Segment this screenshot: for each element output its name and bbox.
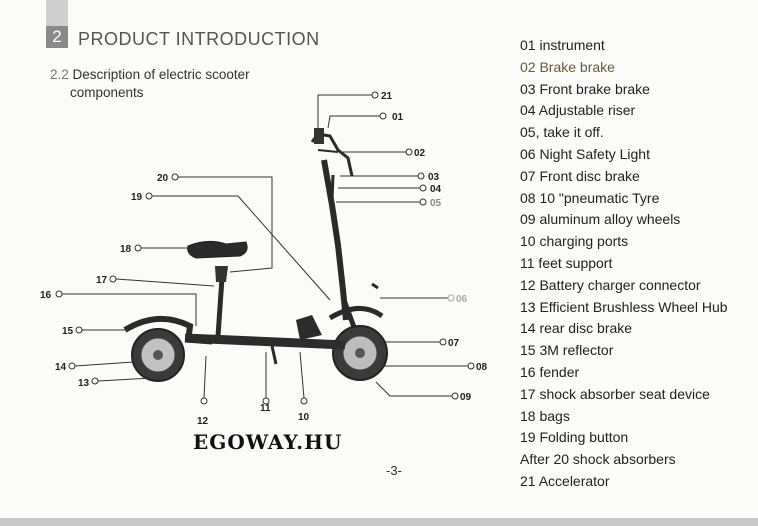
component-item-15: 15 3M reflector xyxy=(520,342,614,359)
section-title: PRODUCT INTRODUCTION xyxy=(78,29,320,49)
component-item-03: 03 Front brake brake xyxy=(520,80,650,97)
component-item-14: 14 rear disc brake xyxy=(520,320,633,337)
callout-14: 14 xyxy=(55,362,67,373)
subsection-heading: 2.2 Description of electric scooter comp… xyxy=(50,66,250,102)
component-item-18: 18 bags xyxy=(520,407,570,424)
component-item-05: 05, take it off. xyxy=(520,124,604,141)
component-item-17: 17 shock absorber seat device xyxy=(520,385,710,402)
callout-10: 10 xyxy=(298,412,310,423)
component-item-10: 10 charging ports xyxy=(520,233,629,250)
component-item-09: 09 aluminum alloy wheels xyxy=(520,211,681,228)
callout-05: 05 xyxy=(430,198,442,209)
callout-04: 04 xyxy=(430,184,442,195)
component-item-13: 13 Efficient Brushless Wheel Hub xyxy=(520,298,728,315)
callout-20: 20 xyxy=(157,173,169,184)
subsection-number: 2.2 xyxy=(50,67,69,82)
component-item-08: 08 10 "pneumatic Tyre xyxy=(520,189,660,206)
component-item-20: After 20 shock absorbers xyxy=(520,451,676,468)
callout-09: 09 xyxy=(460,392,472,403)
component-item-16: 16 fender xyxy=(520,363,580,380)
section-tab-bar xyxy=(46,0,68,26)
subsection-title-line2: components xyxy=(70,85,144,100)
callout-01: 01 xyxy=(392,112,404,123)
callout-15: 15 xyxy=(62,326,74,337)
callout-08: 08 xyxy=(476,362,488,373)
brand-watermark: EGOWAY.HU xyxy=(193,430,343,454)
component-list: 01 instrument 02 Brake brake 03 Front br… xyxy=(520,35,728,493)
component-item-07: 07 Front disc brake xyxy=(520,167,640,184)
callout-19: 19 xyxy=(131,192,143,203)
callout-16: 16 xyxy=(40,290,52,301)
component-item-19: 19 Folding button xyxy=(520,429,629,446)
callout-03: 03 xyxy=(428,172,440,183)
component-item-12: 12 Battery charger connector xyxy=(520,276,701,293)
callout-21: 21 xyxy=(381,91,393,102)
callout-06: 06 xyxy=(456,294,468,305)
component-item-04: 04 Adjustable riser xyxy=(520,102,636,119)
subsection-title-line1: Description of electric scooter xyxy=(72,67,250,82)
component-item-21: 21 Accelerator xyxy=(520,472,610,489)
component-item-01: 01 instrument xyxy=(520,37,605,53)
component-item-02: 02 Brake brake xyxy=(520,58,615,75)
callout-rings xyxy=(55,91,475,405)
callout-12: 12 xyxy=(197,416,209,427)
callout-11: 11 xyxy=(260,403,271,414)
callout-07: 07 xyxy=(448,338,460,349)
component-item-06: 06 Night Safety Light xyxy=(520,145,650,162)
component-item-11: 11 feet support xyxy=(520,254,613,271)
callout-17: 17 xyxy=(96,275,108,286)
scooter-illustration xyxy=(123,128,388,382)
scan-edge xyxy=(0,518,758,526)
callout-13: 13 xyxy=(78,378,90,389)
section-number: 2 xyxy=(46,26,68,48)
leader-lines xyxy=(62,94,468,399)
callout-02: 02 xyxy=(414,148,426,159)
page-number: -3- xyxy=(386,463,402,478)
callout-18: 18 xyxy=(120,244,132,255)
